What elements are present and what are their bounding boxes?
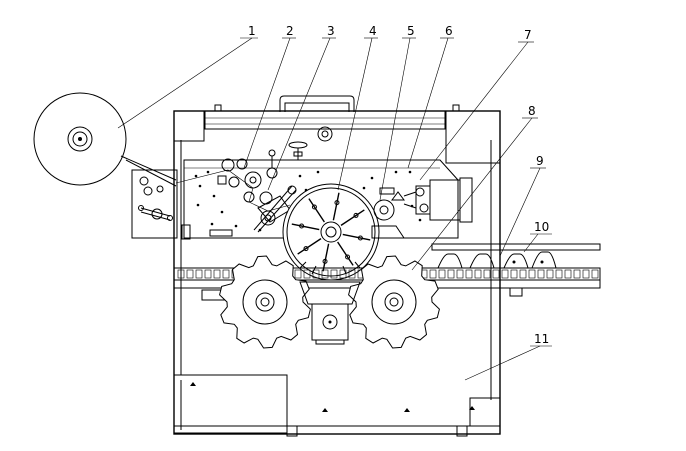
turret-pin [353, 212, 359, 218]
chain-link [564, 269, 572, 279]
chain-link [537, 269, 545, 279]
chain-link [510, 269, 518, 279]
callout-10: 10 [534, 220, 549, 234]
turret-pin [299, 223, 305, 229]
chain-link [186, 269, 194, 279]
chain-link [321, 269, 329, 279]
turret-spoke [291, 223, 320, 231]
callout-4: 4 [369, 24, 377, 38]
chain-link [528, 269, 536, 279]
turret-spoke [332, 192, 340, 221]
chain-link [348, 269, 356, 279]
turret-pin [357, 235, 363, 241]
callout-2: 2 [286, 24, 294, 38]
chain-link [213, 269, 221, 279]
chain-link [546, 269, 554, 279]
outfeed-gear [348, 255, 440, 349]
infeed-gear [219, 255, 311, 349]
turret-pin [334, 200, 340, 206]
machine-frame [173, 95, 501, 437]
chain-link [591, 269, 599, 279]
chain-link [456, 269, 464, 279]
glue-unit [371, 187, 405, 239]
chain-link [438, 269, 446, 279]
turret-spoke [322, 243, 330, 272]
chain-link [339, 269, 347, 279]
label-roll [33, 92, 177, 187]
chain-link [312, 269, 320, 279]
turret-pin [322, 258, 328, 264]
adjuster-knob [288, 126, 333, 160]
chain-link [177, 269, 185, 279]
turret-pin [345, 254, 351, 260]
chain-link [465, 269, 473, 279]
bottles [437, 251, 557, 269]
chain-link [573, 269, 581, 279]
turret-spoke [342, 233, 371, 241]
callout-8: 8 [528, 104, 536, 118]
chain-link [204, 269, 212, 279]
chain-link [519, 269, 527, 279]
chain-link [429, 269, 437, 279]
chain-link [222, 269, 230, 279]
labeling-turret [282, 183, 380, 281]
callout-3: 3 [327, 24, 335, 38]
turret-spoke [340, 209, 365, 226]
chain-link [330, 269, 338, 279]
chain-link [555, 269, 563, 279]
callout-11: 11 [534, 332, 549, 346]
drive-motor [403, 177, 473, 223]
callout-1: 1 [248, 24, 256, 38]
chain-link [474, 269, 482, 279]
turret-spoke [308, 198, 325, 223]
callout-9: 9 [536, 154, 544, 168]
chain-link [582, 269, 590, 279]
turret-pin [303, 246, 309, 252]
chain-link [303, 269, 311, 279]
callout-6: 6 [445, 24, 453, 38]
chain-link [483, 269, 491, 279]
callout-7: 7 [524, 28, 532, 42]
turret-spoke [297, 238, 322, 255]
guide-rollers [175, 149, 297, 233]
chain-link [501, 269, 509, 279]
callout-5: 5 [407, 24, 415, 38]
center-gearbox [299, 281, 361, 345]
callouts: 1 2 3 4 5 6 7 8 9 10 11 [117, 24, 552, 381]
chain-link [294, 269, 302, 279]
chain-link [492, 269, 500, 279]
left-arm [131, 169, 191, 240]
turret-pin [311, 204, 317, 210]
turret-spoke [337, 241, 354, 266]
chain-link [195, 269, 203, 279]
chain-link [447, 269, 455, 279]
